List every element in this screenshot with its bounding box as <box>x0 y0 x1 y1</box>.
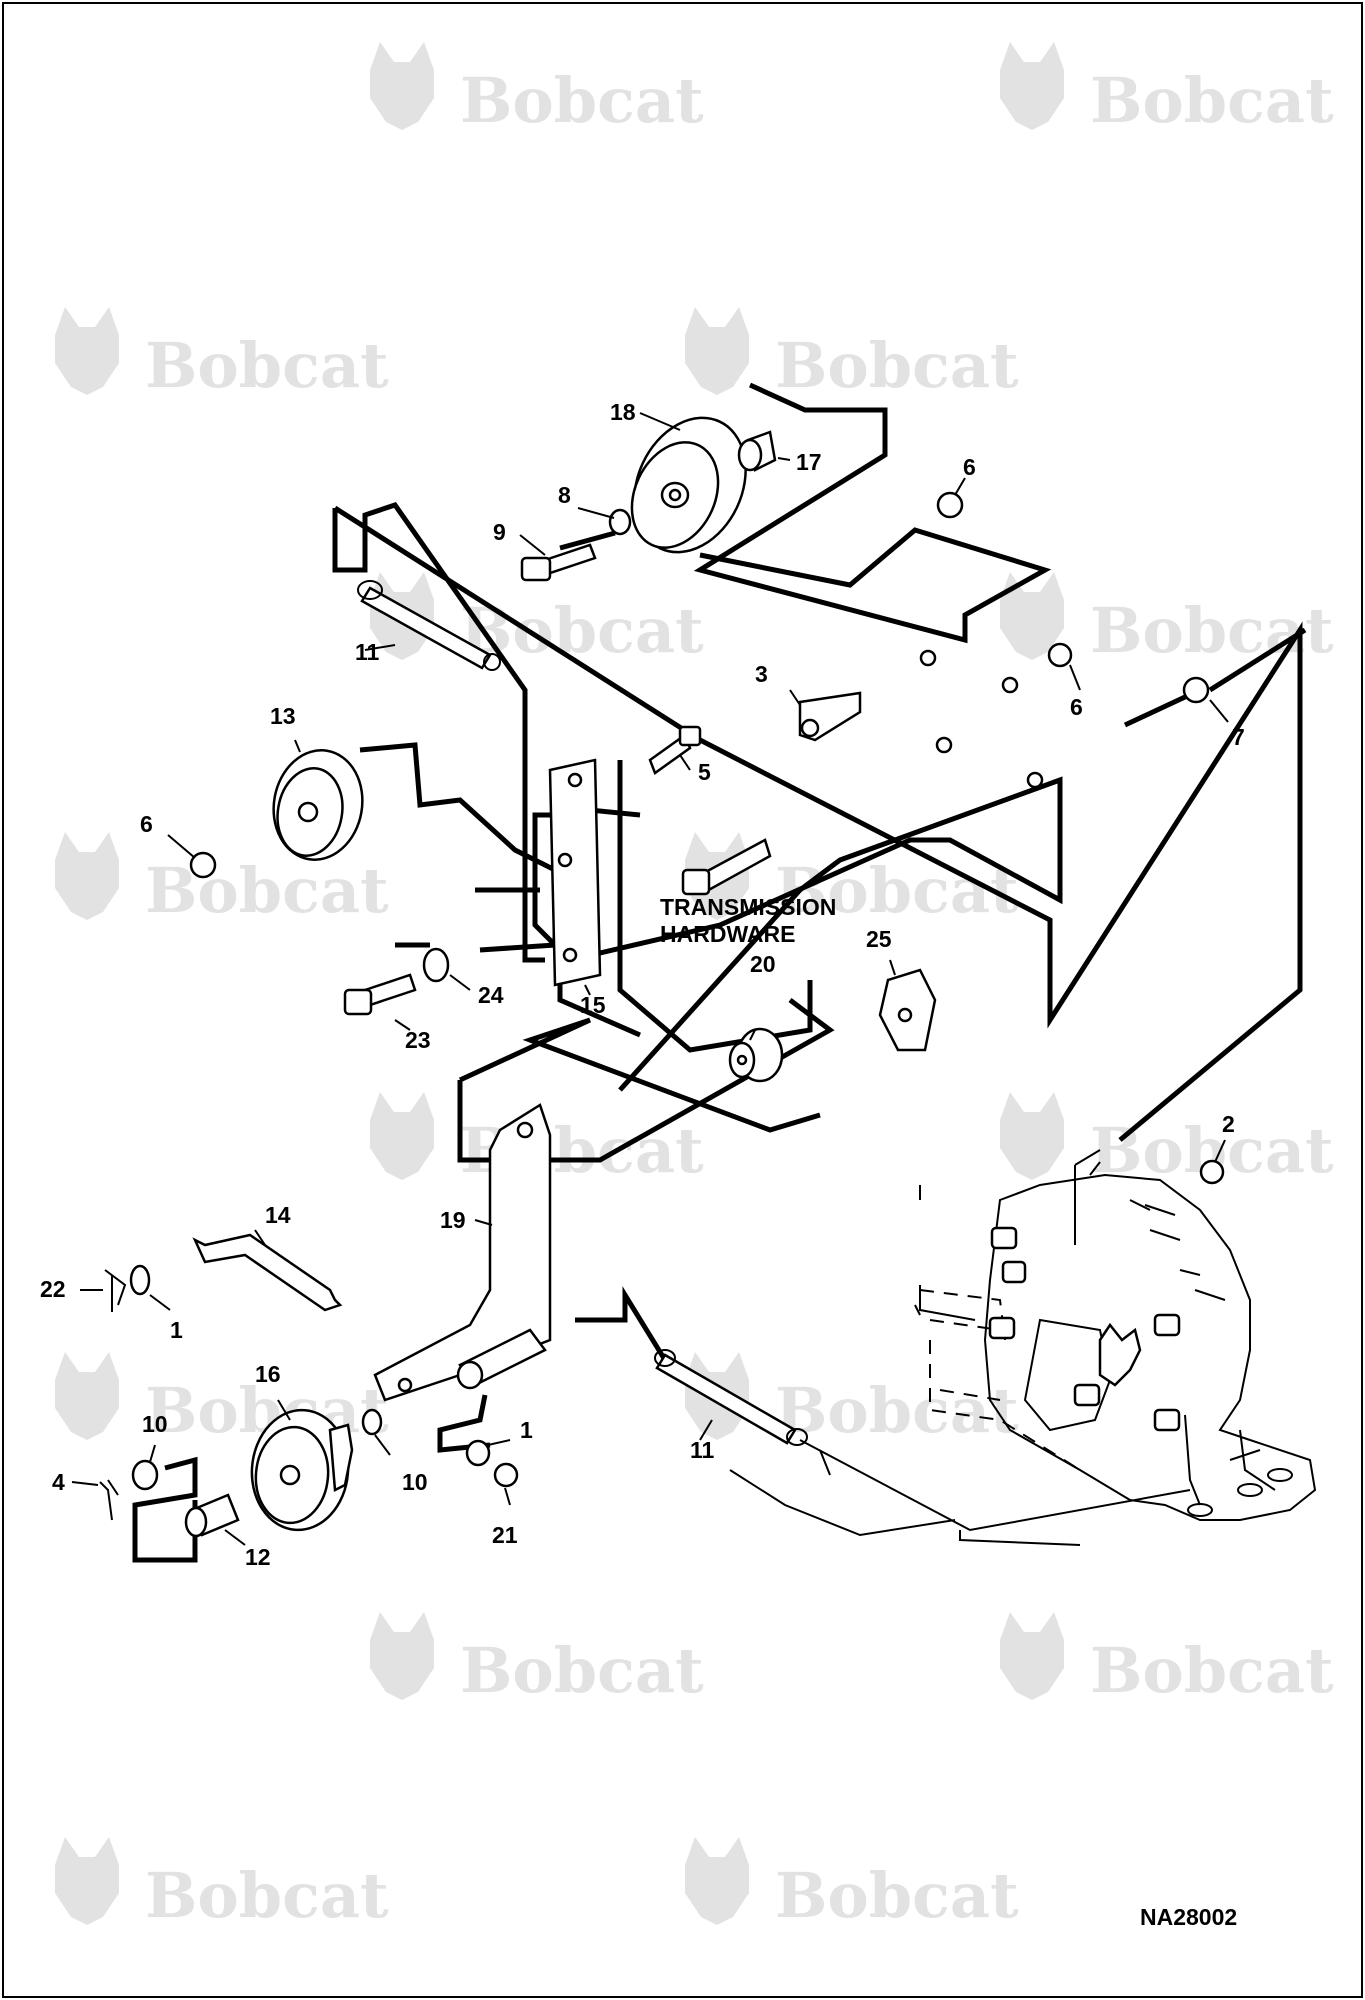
watermark-text: Bobcat <box>145 854 389 927</box>
nut-2 <box>1199 1159 1225 1185</box>
label-1: 1 <box>520 1417 533 1443</box>
watermark-text: Bobcat <box>460 64 704 137</box>
label-1: 1 <box>170 1317 183 1343</box>
watermark-text: Bobcat <box>145 1859 389 1932</box>
nut-6 <box>1047 642 1073 668</box>
watermark-text: Bobcat <box>145 329 389 402</box>
label-19: 19 <box>440 1207 466 1233</box>
label-6: 6 <box>140 811 153 837</box>
label-3: 3 <box>755 661 768 687</box>
transmission-hardware-caption-line2: HARDWARE <box>660 921 795 947</box>
label-11: 11 <box>355 639 380 665</box>
label-20: 20 <box>750 951 776 977</box>
watermark-text: Bobcat <box>1090 64 1334 137</box>
bolt-23 <box>343 973 417 1016</box>
bolt-head-icon <box>1153 1313 1181 1337</box>
label-10: 10 <box>142 1411 168 1437</box>
transmission-housing <box>729 1149 1317 1546</box>
watermark-text: Bobcat <box>775 1374 1019 1447</box>
rod-14 <box>192 1233 343 1312</box>
spring-11-top <box>357 580 501 671</box>
watermark-layer: Bobcat Bobcat Bobcat Bobcat Bobcat Bobca… <box>55 42 1334 1932</box>
label-18: 18 <box>610 399 636 425</box>
label-23: 23 <box>405 1027 431 1053</box>
bushing-12 <box>184 1493 240 1538</box>
label-8: 8 <box>558 482 571 508</box>
label-17: 17 <box>796 449 822 475</box>
leader-lines <box>71 412 1229 1546</box>
clip-22 <box>104 1269 127 1312</box>
label-21: 21 <box>492 1522 518 1548</box>
bushing-17-end <box>737 438 763 472</box>
washer-1 <box>465 1439 491 1467</box>
label-4: 4 <box>52 1469 65 1495</box>
nut-6 <box>189 851 217 879</box>
watermark-text: Bobcat <box>460 1634 704 1707</box>
bolt-5 <box>648 725 702 775</box>
label-2: 2 <box>1222 1111 1235 1137</box>
nut-6 <box>936 491 964 519</box>
label-13: 13 <box>270 703 296 729</box>
label-24: 24 <box>478 982 504 1008</box>
label-10: 10 <box>402 1469 428 1495</box>
bracket-3 <box>798 649 1044 789</box>
spring-cable <box>799 1439 1191 1532</box>
label-25: 25 <box>866 926 892 952</box>
nut-21 <box>493 1462 519 1488</box>
item-labels: 18 17 8 9 6 6 6 11 3 7 13 5 20 25 24 23 … <box>40 399 1245 1570</box>
pulley-18 <box>630 416 747 554</box>
washer-24 <box>422 947 450 983</box>
label-6: 6 <box>963 454 976 480</box>
bolt-9 <box>520 543 597 582</box>
watermark-text: Bobcat <box>1090 594 1334 667</box>
arm-19 <box>373 1103 552 1402</box>
watermark-text: Bobcat <box>775 854 1019 927</box>
pulley-16 <box>250 1408 354 1532</box>
washer-10 <box>131 1459 159 1491</box>
bolt-head-icon <box>1001 1260 1027 1284</box>
spring-11-bottom <box>654 1349 808 1446</box>
figure-id: NA28002 <box>1140 1904 1237 1930</box>
bolt-head-icon <box>1153 1408 1181 1432</box>
pin-4 <box>99 1479 119 1521</box>
knob-25 <box>878 968 937 1052</box>
watermark-text: Bobcat <box>775 329 1019 402</box>
label-6: 6 <box>1070 694 1083 720</box>
gear-icon <box>1098 1322 1142 1387</box>
label-15: 15 <box>580 992 606 1018</box>
pulley-13 <box>272 749 364 861</box>
link-15 <box>548 758 602 987</box>
label-12: 12 <box>245 1544 271 1570</box>
transmission-hardware-caption-line1: TRANSMISSION <box>660 894 836 920</box>
transmission-bolt <box>681 838 772 896</box>
bolt-head-icon <box>1073 1383 1101 1407</box>
washer-10 <box>361 1408 383 1436</box>
label-22: 22 <box>40 1276 66 1302</box>
label-5: 5 <box>698 759 711 785</box>
label-7: 7 <box>1232 724 1245 750</box>
bumper-20 <box>728 1027 784 1083</box>
label-9: 9 <box>493 519 506 545</box>
bolt-head-icon <box>988 1316 1016 1340</box>
label-14: 14 <box>265 1202 291 1228</box>
bushing-7 <box>1182 676 1210 704</box>
washer-8 <box>608 508 632 536</box>
washer-1 <box>129 1264 151 1296</box>
watermark-text: Bobcat <box>775 1859 1019 1932</box>
watermark-text: Bobcat <box>1090 1634 1334 1707</box>
label-16: 16 <box>255 1361 281 1387</box>
parts-layer <box>99 416 1225 1538</box>
label-11: 11 <box>690 1437 715 1463</box>
bolt-head-icon <box>990 1226 1018 1250</box>
